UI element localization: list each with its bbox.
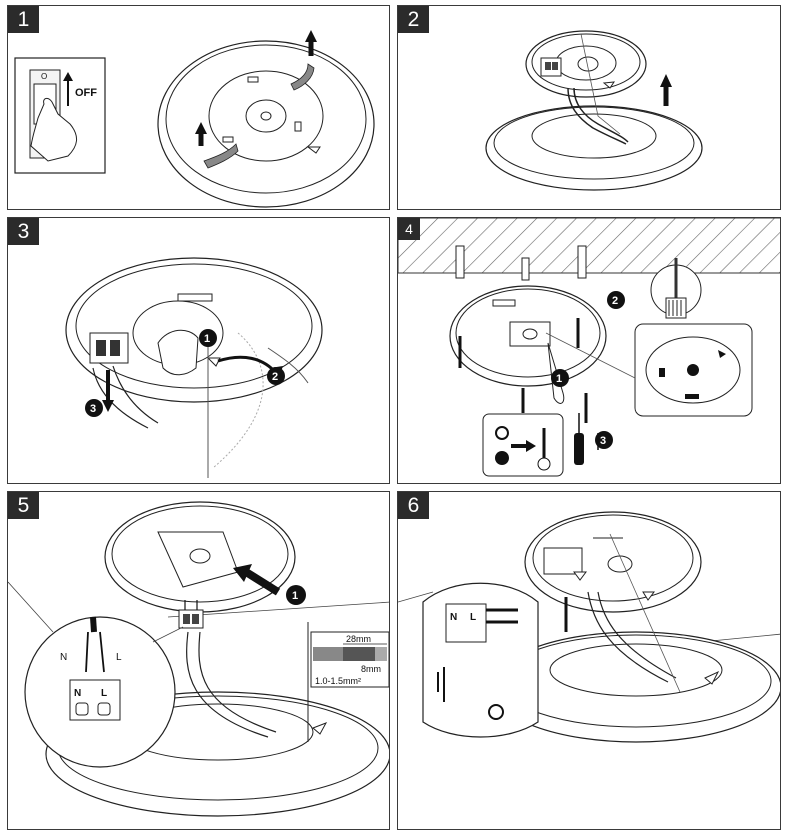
switch-on-mark: O: [41, 72, 47, 81]
step-number: 4: [398, 218, 420, 240]
ceiling-hatch: [398, 218, 780, 274]
callout-badge-1: [199, 329, 217, 347]
mounted-base: [524, 511, 702, 613]
callout-badge-3: [85, 399, 103, 417]
wall-edge: [8, 581, 54, 633]
step-3-panel: 3 1 2 3: [7, 217, 390, 484]
screw-assembly-inset: [482, 413, 564, 477]
callout-badge-3: [595, 431, 613, 449]
connector-zoom: N L: [422, 582, 539, 738]
wire-l-label: L: [116, 652, 122, 663]
callout-3: 3: [600, 435, 606, 447]
lamp-diffuser: [485, 105, 703, 191]
callout-1: 1: [292, 590, 298, 602]
wire-terminal-zoom: N L N L: [24, 616, 184, 768]
step-number: 1: [8, 6, 39, 33]
screwdriver: [574, 413, 599, 465]
callout-1: 1: [204, 333, 210, 345]
switch-off-label: OFF: [75, 87, 97, 99]
step-2-illustration: [485, 30, 703, 191]
step-1-panel: 1 O I OFF: [7, 5, 390, 210]
callout-badge-1: [551, 369, 569, 387]
step-6-panel: N L 6: [397, 491, 781, 830]
step-4-panel: 1 2 3: [397, 217, 781, 484]
strip-length-diagram: 28mm 8mm 1.0-1.5mm²: [310, 631, 389, 688]
step-3-illustration: 1 2 3: [65, 257, 323, 478]
step-number: 5: [8, 492, 39, 519]
terminal-l-label: L: [101, 688, 107, 699]
step-2-panel: 2: [397, 5, 781, 210]
drill-bit-inset: [650, 258, 702, 319]
callout-1: 1: [556, 373, 562, 385]
step-number: 6: [398, 492, 429, 519]
callout-3: 3: [90, 403, 96, 415]
wall-anchors: [455, 245, 587, 281]
step-5-illustration: 1 N L N L 28: [8, 501, 389, 817]
terminal-n-label: N: [450, 612, 457, 623]
wire-n-label: N: [60, 652, 67, 663]
callout-badge-2: [267, 367, 285, 385]
cross-section-label: 1.0-1.5mm²: [315, 676, 361, 686]
step-5-panel: 1 N L N L 28: [7, 491, 390, 830]
callout-badge-1: [286, 585, 306, 605]
terminal-n-label: N: [74, 688, 81, 699]
terminal-l-label: L: [470, 612, 476, 623]
strip-long-label: 28mm: [346, 634, 371, 644]
lamp-base-open: [65, 257, 323, 478]
plate-orientation-inset: [545, 323, 753, 417]
step-1-illustration: O I OFF: [14, 30, 375, 208]
lamp-diffuser: [490, 533, 780, 743]
callout-2: 2: [612, 295, 618, 307]
step-number: 2: [398, 6, 429, 33]
lamp-base-lifted: [525, 30, 647, 145]
step-4-illustration: 1 2 3: [398, 218, 780, 477]
screws: [458, 318, 588, 423]
mounting-plate: [449, 285, 607, 404]
step-6-illustration: N L: [398, 511, 780, 743]
mounted-base: [104, 501, 296, 629]
strip-short-label: 8mm: [361, 664, 381, 674]
callout-badge-2: [607, 291, 625, 309]
lamp-base-top-view: [157, 30, 375, 208]
wall-switch: O I OFF: [14, 57, 106, 174]
callout-2: 2: [272, 371, 278, 383]
step-number: 3: [8, 218, 39, 245]
